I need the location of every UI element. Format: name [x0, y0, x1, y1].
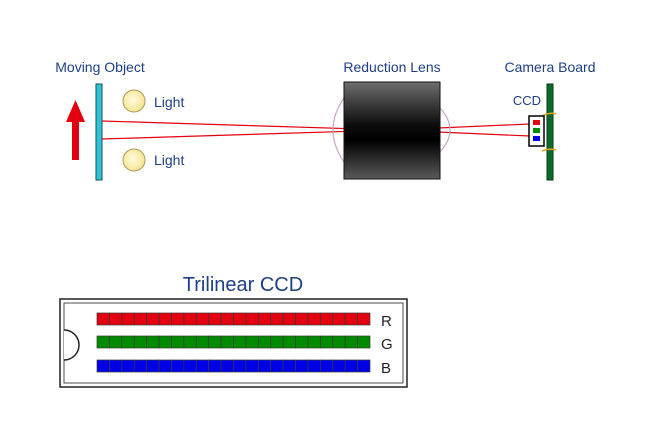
ccd-pixel-g: [270, 335, 284, 349]
light-top-label: Light: [154, 94, 184, 110]
ccd-pixel-g: [96, 335, 110, 349]
ccd-pixel-b: [96, 359, 110, 373]
ccd-pixel-b: [307, 359, 321, 373]
moving-object-plate: [95, 83, 103, 181]
ccd-pixel-r: [295, 312, 309, 326]
ccd-pixel-g: [158, 335, 172, 349]
reduction-lens-body: [343, 81, 441, 180]
light-beams: [101, 120, 531, 140]
ccd-pixel-r: [320, 312, 334, 326]
ccd-pixel-g: [233, 335, 247, 349]
ccd-pixel-b: [270, 359, 284, 373]
ccd-pixel-r: [282, 312, 296, 326]
ccd-pixel-b: [233, 359, 247, 373]
ccd-pixel-r: [133, 312, 147, 326]
ccd-pixel-r: [245, 312, 259, 326]
ccd-pixel-b: [320, 359, 334, 373]
ccd-pixel-r: [257, 312, 272, 326]
ccd-pixel-r: [270, 312, 284, 326]
ccd-pixel-g: [357, 335, 371, 349]
moving-object-label: Moving Object: [55, 59, 145, 75]
ccd-pixel-b: [295, 359, 309, 373]
ccd-pixel-r: [220, 312, 234, 326]
camera-board: [546, 83, 554, 181]
ccd-pixel-b: [183, 359, 197, 373]
ccd-pixel-g: [320, 335, 334, 349]
row-letter-b: B: [381, 360, 391, 377]
ccd-pixel-r: [195, 312, 210, 326]
ccd-pixel-r: [146, 312, 160, 326]
ccd-pixel-b: [282, 359, 296, 373]
ccd-pixel-r: [171, 312, 185, 326]
ccd-pixel-g: [195, 335, 210, 349]
ccd-label: CCD: [513, 93, 541, 108]
ccd-pixel-g: [133, 335, 147, 349]
ccd-pixel-g: [332, 335, 346, 349]
ccd-pixel-b: [121, 359, 135, 373]
ccd-pixel-g: [282, 335, 296, 349]
ccd-pixel-b: [357, 359, 371, 373]
ccd-pixel-b: [344, 359, 358, 373]
ccd-pixel-b: [220, 359, 234, 373]
ccd-pixel-r: [121, 312, 135, 326]
ccd-pixel-g: [307, 335, 321, 349]
ccd-pixel-b: [332, 359, 346, 373]
ccd-pixel-g: [245, 335, 259, 349]
light-bottom-label: Light: [154, 152, 184, 168]
ccd-pixel-b: [208, 359, 222, 373]
ccd-pixel-g: [183, 335, 197, 349]
ccd-pixel-b: [245, 359, 259, 373]
ccd-pixel-r: [158, 312, 172, 326]
ccd-pixel-b: [146, 359, 160, 373]
ccd-pixel-g: [109, 335, 123, 349]
ccd-chip: [528, 115, 545, 147]
ccd-pixel-r: [109, 312, 123, 326]
ccd-pixel-g: [344, 335, 358, 349]
ccd-pixel-b: [158, 359, 172, 373]
row-letter-g: G: [381, 336, 393, 353]
reduction-lens-label: Reduction Lens: [343, 59, 440, 75]
ccd-pixel-r: [183, 312, 197, 326]
ccd-pixel-r: [344, 312, 358, 326]
lens-left-edge: [332, 97, 345, 163]
ccd-pixel-g: [171, 335, 185, 349]
ccd-pixel-g: [146, 335, 160, 349]
ccd-pixel-r: [332, 312, 346, 326]
ccd-pixel-r: [357, 312, 371, 326]
camera-board-label: Camera Board: [504, 59, 595, 75]
ccd-pixel-g: [208, 335, 222, 349]
ccd-pixel-g: [257, 335, 272, 349]
ccd-pixel-b: [133, 359, 147, 373]
ccd-pixel-g: [121, 335, 135, 349]
ccd-pixel-b: [109, 359, 123, 373]
row-letter-r: R: [381, 313, 392, 330]
ccd-pixel-r: [307, 312, 321, 326]
ccd-rows: [96, 312, 371, 373]
ccd-pixel-b: [195, 359, 210, 373]
ccd-pixel-g: [295, 335, 309, 349]
ccd-pixel-r: [233, 312, 247, 326]
up-arrow-icon: [66, 100, 85, 160]
trilinear-title: Trilinear CCD: [183, 274, 303, 296]
ccd-pixel-r: [208, 312, 222, 326]
ccd-pixel-b: [257, 359, 272, 373]
ccd-pixel-r: [96, 312, 110, 326]
light-bulb-icon: [122, 89, 146, 113]
ccd-pixel-b: [171, 359, 185, 373]
light-bulb-icon: [122, 148, 146, 172]
ccd-pixel-g: [220, 335, 234, 349]
lens-right-edge: [439, 107, 451, 153]
